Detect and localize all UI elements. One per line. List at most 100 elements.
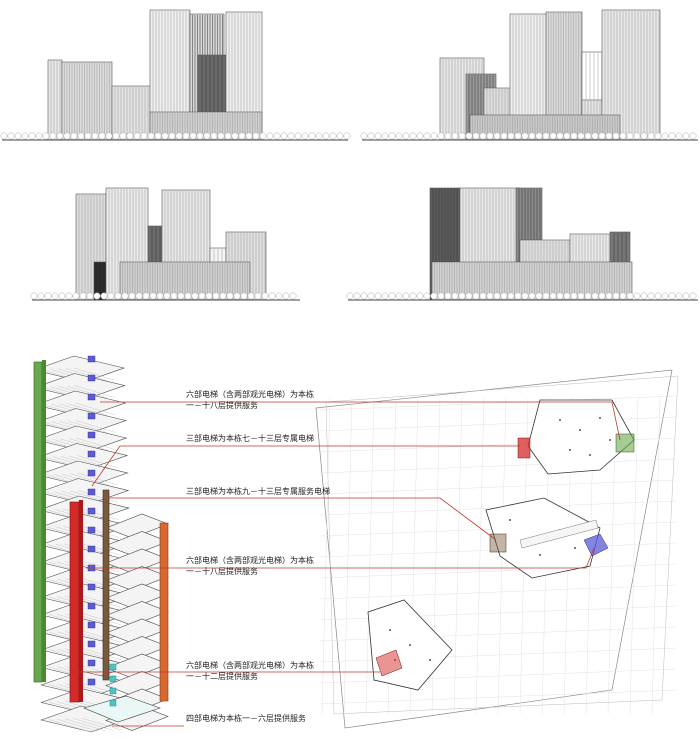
floor-grid-line [76, 437, 117, 451]
elevator-segment-blue [87, 431, 96, 439]
tree-icon [58, 292, 66, 300]
tree-icon [14, 132, 22, 140]
tree-icon [147, 132, 155, 140]
plan-grid-line [453, 397, 463, 715]
elevator-segment-blue [87, 488, 96, 496]
tree-icon [266, 132, 274, 140]
tree-icon [591, 292, 599, 300]
floor-grid-line [49, 719, 90, 732]
elevator-segment-blue [87, 545, 96, 553]
tree-icon [465, 132, 473, 140]
tree-icon [346, 292, 354, 300]
floor-grid-line [65, 368, 107, 381]
tree-icon [444, 132, 452, 140]
tree-icon [287, 132, 295, 140]
tree-icon [224, 132, 232, 140]
tree-icon [451, 132, 459, 140]
tree-icon [168, 132, 176, 140]
tree-icon [49, 132, 57, 140]
tree-icon [486, 132, 494, 140]
tree-icon [247, 292, 255, 300]
elevator-segment-blue [87, 507, 96, 515]
tree-icon [633, 132, 641, 140]
site-boundary [315, 369, 673, 729]
annotation-5-line2: 一－十二层提供服务 [186, 672, 258, 681]
tree-icon [107, 292, 115, 300]
tree-icon [252, 132, 260, 140]
tree-icon [353, 292, 361, 300]
tree-icon [374, 132, 382, 140]
tree-icon [465, 292, 473, 300]
plan-grid-line [651, 397, 661, 715]
tree-icon [507, 292, 515, 300]
tree-icon [381, 132, 389, 140]
elevator-segment-cyan [109, 675, 117, 683]
tree-icon [280, 132, 288, 140]
plan-core-green [615, 433, 635, 453]
leader-line-1 [100, 401, 621, 441]
tree-icon [675, 292, 683, 300]
plan-grid-line [319, 563, 677, 579]
column-dot [569, 449, 571, 451]
tree-icon [301, 132, 309, 140]
tree-icon [282, 292, 290, 300]
elevator-segment-blue [87, 621, 96, 629]
tree-icon [217, 132, 225, 140]
column-dot [509, 519, 511, 521]
corridor [519, 519, 599, 549]
tree-icon [154, 132, 162, 140]
tree-icon [437, 132, 445, 140]
floor-grid-line [66, 385, 107, 399]
tree-icon [203, 132, 211, 140]
tree-icon [367, 132, 375, 140]
tree-icon [542, 132, 550, 140]
site-plan [315, 369, 679, 729]
annotation-1-line2: 一－十八层提供服务 [186, 401, 258, 410]
tree-icon [395, 292, 403, 300]
floor-grid-line [69, 473, 110, 486]
tree-icon [360, 292, 368, 300]
tree-icon [72, 292, 80, 300]
elevations-group [0, 9, 698, 301]
tree-icon [682, 292, 690, 300]
tree-icon [156, 292, 164, 300]
floor-grid-line [77, 472, 118, 486]
tree-icon [647, 292, 655, 300]
tree-icon [275, 292, 283, 300]
tree-icon [381, 292, 389, 300]
elevator-segment-blue [87, 678, 96, 686]
tree-icon [177, 292, 185, 300]
tree-icon [135, 292, 143, 300]
tree-icon [549, 292, 557, 300]
tree-icon [416, 132, 424, 140]
floor-grid-line [78, 507, 119, 521]
floor-grid-line [81, 612, 122, 626]
tree-icon [640, 292, 648, 300]
tree-icon [189, 132, 197, 140]
annotation-leaders [78, 401, 621, 727]
tree-icon [163, 292, 171, 300]
tree-icon [612, 132, 620, 140]
annotation-3: 三部电梯为本栋九－十三层专属服务电梯 [186, 486, 330, 497]
tree-icon [493, 292, 501, 300]
plan-grid-line [475, 397, 485, 715]
tree-icon [458, 292, 466, 300]
floor-grid-line [81, 647, 122, 661]
tree-icon [647, 132, 655, 140]
tree-icon [0, 132, 8, 140]
tree-icon [500, 132, 508, 140]
annotation-4: 六部电梯（含两部观光电梯）为本栋 一－十八层提供服务 [186, 555, 314, 577]
tree-icon [98, 132, 106, 140]
tree-icon [409, 132, 417, 140]
tree-icon [591, 132, 599, 140]
elevator-segment-blue [87, 526, 96, 534]
floor-grid-line [81, 665, 122, 678]
tree-icon [175, 132, 183, 140]
tree-icon [322, 132, 330, 140]
tree-icon [51, 292, 59, 300]
tree-icon [388, 132, 396, 140]
annotation-5: 六部电梯（含两部观光电梯）为本栋 一－十二层提供服务 [186, 660, 314, 682]
floor-grid-line [68, 455, 110, 469]
tree-icon [254, 292, 262, 300]
tree-icon [184, 292, 192, 300]
